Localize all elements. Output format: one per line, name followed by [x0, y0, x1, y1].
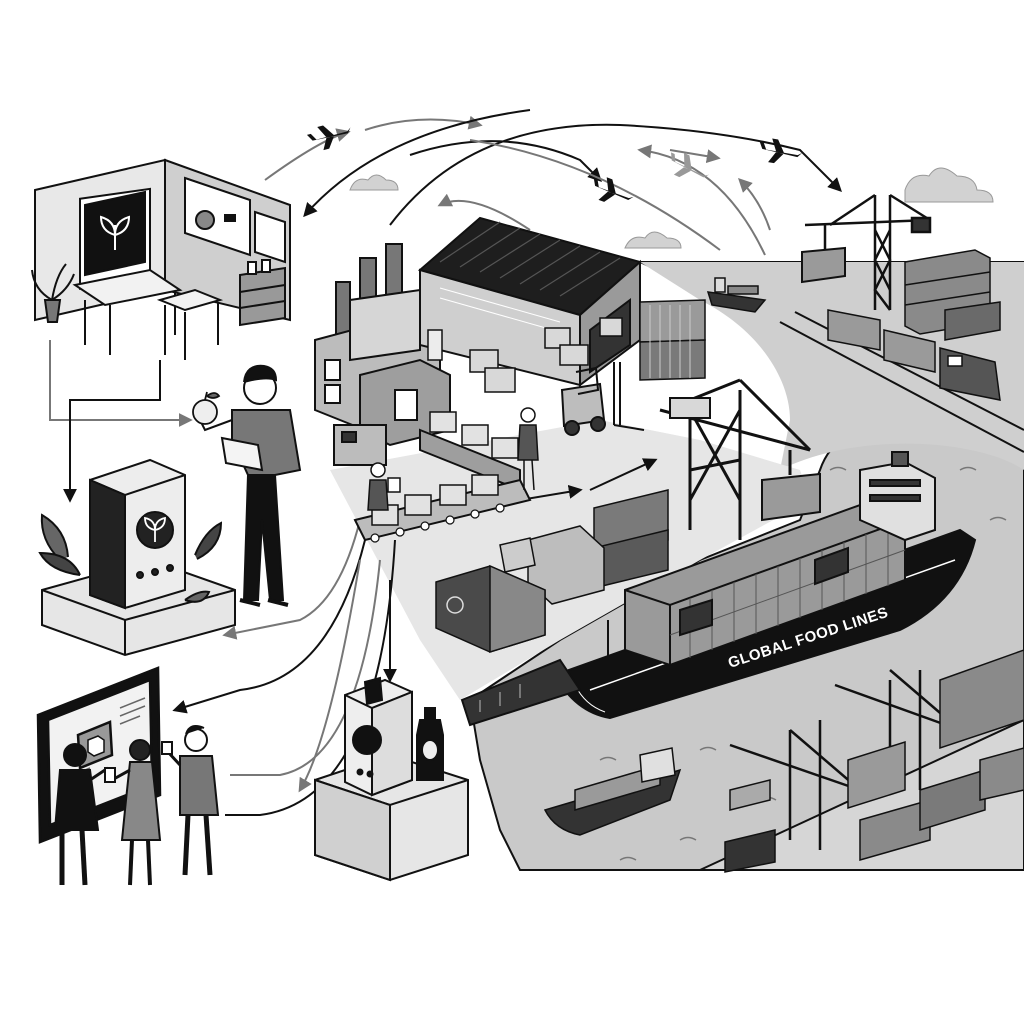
package-icon [87, 735, 105, 757]
apple-icon [192, 391, 221, 425]
product-display [38, 458, 236, 657]
container-stack-right [904, 249, 1001, 341]
pallet-boxes [427, 317, 623, 393]
quay-edge [460, 658, 582, 727]
warehouse-icon [417, 216, 643, 387]
flow-arrows-top [264, 109, 842, 256]
team-person [104, 739, 162, 886]
forklift-icon [560, 362, 645, 436]
train-icon [827, 309, 1001, 401]
small-cargo-boat [706, 277, 767, 313]
small-cargo-boat [543, 747, 682, 836]
airplane-icon [306, 125, 803, 202]
quay-containers [435, 489, 669, 654]
factory-icon [314, 243, 451, 447]
crane-icon [801, 193, 932, 311]
package-icon [344, 676, 413, 797]
bottle-icon [416, 707, 444, 781]
cloud-icon [349, 167, 994, 249]
conveyor-belt [333, 411, 532, 543]
factory-worker [367, 407, 539, 511]
team-person [161, 725, 220, 876]
cargo-ship [553, 451, 977, 720]
crane-icon [659, 378, 821, 540]
container-stack [639, 299, 706, 381]
design-studio [31, 158, 291, 360]
person-with-tablet [199, 364, 302, 607]
leaf-icon [99, 215, 131, 250]
team-person [53, 743, 109, 886]
leaf-icon [144, 516, 166, 542]
stacked-containers-bottom-right [724, 649, 1024, 873]
flow-arrows-left [49, 340, 658, 816]
